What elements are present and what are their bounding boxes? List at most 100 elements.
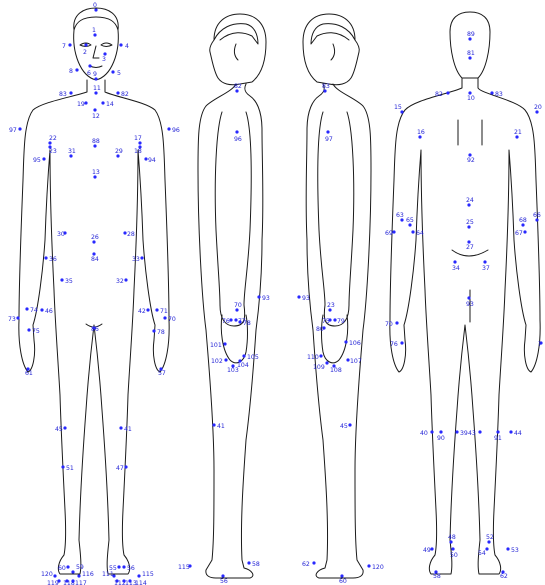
landmark-dot	[430, 430, 433, 433]
side-left-head	[303, 14, 359, 85]
landmark-point: 46	[40, 308, 53, 315]
landmark-point: 42	[138, 308, 150, 315]
landmark-label: 91	[494, 435, 502, 442]
landmark-point: 96	[234, 130, 242, 143]
landmark-dot	[155, 308, 158, 311]
landmark-dot	[66, 565, 69, 568]
landmark-label: 54	[478, 550, 486, 557]
landmark-label: 119	[47, 580, 59, 585]
landmark-label: 37	[482, 265, 490, 272]
landmark-label: 9	[93, 71, 97, 78]
landmark-label: 83	[495, 91, 503, 98]
landmark-point: 45	[340, 423, 352, 430]
landmark-point: 62	[302, 561, 316, 568]
landmark-label: 65	[406, 217, 414, 224]
landmark-point: 16	[417, 129, 425, 139]
front-nose	[93, 46, 99, 58]
landmark-label: 19	[77, 101, 85, 108]
landmark-point: 119	[47, 579, 61, 585]
landmark-point: 37	[482, 260, 490, 272]
landmark-point: 47	[116, 465, 128, 472]
landmark-dot	[485, 547, 488, 550]
landmark-label: 18	[134, 148, 142, 155]
landmark-dot	[392, 230, 395, 233]
landmark-label: 107	[350, 358, 362, 365]
landmark-dot	[124, 465, 127, 468]
landmark-label: 50	[450, 552, 458, 559]
landmark-label: 12	[92, 113, 100, 120]
landmark-point: 66	[533, 212, 541, 222]
landmark-label: 62	[500, 573, 508, 580]
landmark-label: 88	[92, 138, 100, 145]
landmark-label: 7	[538, 341, 542, 348]
landmark-label: 45	[55, 426, 63, 433]
landmark-point: 62	[500, 570, 508, 580]
landmark-point: 64	[411, 230, 424, 237]
landmark-label: 76	[390, 341, 398, 348]
landmark-dot	[111, 70, 114, 73]
landmark-label: 60	[339, 578, 347, 585]
landmark-point: 40	[420, 430, 434, 437]
landmark-label: 70	[168, 316, 176, 323]
landmark-label: 96	[234, 136, 242, 143]
landmark-label: 95	[33, 157, 41, 164]
landmark-label: 105	[247, 354, 259, 361]
landmark-point: 74	[25, 307, 38, 314]
landmark-point: 102	[211, 358, 228, 365]
landmark-point: 60	[58, 565, 70, 572]
landmark-point: 105	[242, 354, 258, 361]
landmark-label: 20	[534, 104, 542, 111]
landmark-dot	[506, 547, 509, 550]
landmark-dot	[84, 101, 87, 104]
landmark-point: 91	[494, 430, 502, 442]
landmark-point: 31	[68, 148, 76, 158]
landmark-dot	[453, 260, 456, 263]
landmark-label: 93	[262, 295, 270, 302]
landmark-dot	[344, 340, 347, 343]
landmark-dot	[430, 547, 433, 550]
landmark-point: 97	[325, 130, 333, 143]
landmark-dot	[101, 101, 104, 104]
landmark-point: 111	[102, 571, 116, 578]
landmark-point: 90	[437, 430, 445, 442]
landmark-point: 108	[330, 364, 342, 374]
landmark-label: 89	[467, 31, 475, 38]
landmark-point: 53	[506, 547, 519, 554]
landmark-point: 4	[119, 43, 129, 50]
landmark-label: 46	[45, 308, 53, 315]
landmark-point: 19	[77, 101, 88, 108]
landmark-dot	[400, 341, 403, 344]
landmark-label: 78	[157, 329, 165, 336]
landmark-point: 96	[167, 127, 180, 134]
landmark-dot	[242, 354, 245, 357]
landmark-label: 108	[330, 367, 342, 374]
landmark-point: 7	[62, 43, 72, 50]
landmark-label: 10	[467, 95, 475, 102]
landmark-point: 93	[297, 295, 310, 302]
landmark-dot	[117, 565, 120, 568]
landmark-label: 3	[102, 56, 106, 63]
landmark-dot	[348, 423, 351, 426]
landmark-label: 66	[533, 212, 541, 219]
back-figure	[390, 12, 540, 574]
back-head	[450, 12, 490, 78]
landmark-point: 70	[234, 302, 242, 312]
landmark-label: 101	[210, 342, 222, 349]
landmark-point: 80	[316, 326, 326, 333]
landmark-point: 107	[346, 358, 361, 365]
landmark-label: 75	[322, 318, 330, 325]
landmark-label: 33	[132, 256, 140, 263]
landmark-label: 70	[234, 302, 242, 309]
landmark-dot	[509, 430, 512, 433]
landmark-dot	[235, 130, 238, 133]
landmark-dot	[93, 108, 96, 111]
landmark-label: 82	[121, 91, 129, 98]
landmark-label: 58	[252, 561, 260, 568]
back-body	[390, 78, 540, 574]
landmark-label: 104	[237, 362, 249, 369]
landmark-point: 24	[466, 197, 474, 207]
landmark-dot	[257, 295, 260, 298]
landmark-dot	[77, 574, 80, 577]
landmark-point: 21	[514, 129, 522, 139]
landmark-point: 17	[134, 135, 142, 145]
